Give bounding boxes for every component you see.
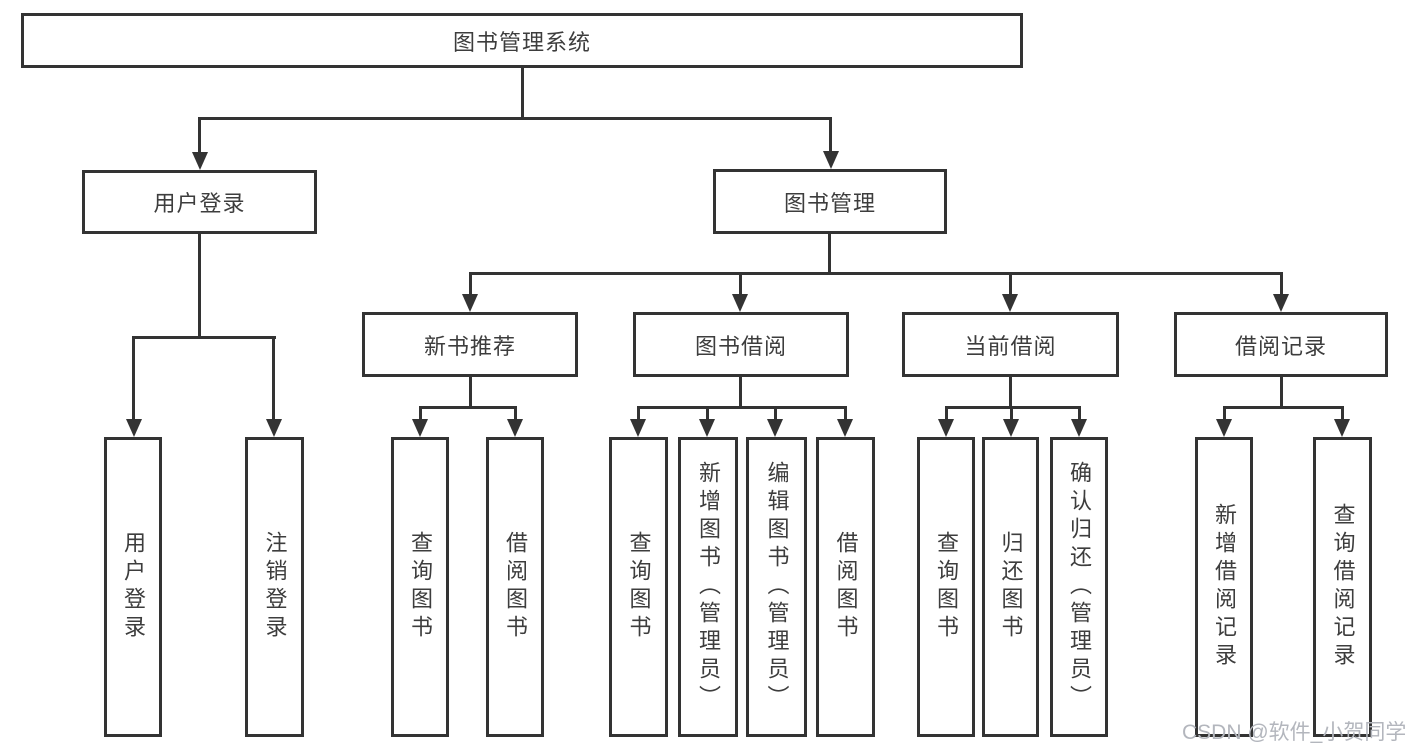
arrow-down-icon [767, 419, 783, 437]
arrow-down-icon [266, 419, 282, 437]
connector-line [637, 406, 640, 422]
connector-line [272, 336, 275, 421]
leaf-query-borrow-record: 查询借阅记录 [1313, 437, 1372, 737]
node-label: 图书借阅 [694, 333, 787, 359]
connector-line [1009, 377, 1012, 409]
node-label: 新增图书（管理员） [696, 461, 721, 713]
connector-line [828, 234, 831, 275]
connector-line [198, 117, 201, 157]
connector-line [132, 336, 276, 339]
arrow-down-icon [938, 419, 954, 437]
connector-line [1223, 406, 1344, 409]
node-label: 新增借阅记录 [1212, 503, 1237, 671]
connector-line [198, 234, 201, 339]
node-label: 用户登录 [121, 531, 146, 643]
connector-line [521, 68, 524, 119]
connector-line [1341, 406, 1344, 422]
node-label: 查询图书 [408, 531, 433, 643]
leaf-edit-book-admin: 编辑图书（管理员） [746, 437, 807, 737]
leaf-add-book-admin: 新增图书（管理员） [678, 437, 738, 737]
leaf-borrow-books-recommend: 借阅图书 [486, 437, 544, 737]
node-label: 新书推荐 [423, 333, 516, 359]
connector-line [1280, 377, 1283, 409]
arrow-down-icon [126, 419, 142, 437]
node-borrowing-records: 借阅记录 [1174, 312, 1388, 377]
arrow-down-icon [462, 294, 478, 312]
connector-line [706, 406, 709, 422]
leaf-confirm-return-admin: 确认归还（管理员） [1050, 437, 1108, 737]
node-book-management: 图书管理 [713, 169, 947, 234]
connector-line [1078, 406, 1081, 422]
leaf-logout: 注销登录 [245, 437, 304, 737]
node-label: 注销登录 [262, 531, 288, 643]
arrow-down-icon [412, 419, 428, 437]
node-label: 查询图书 [934, 531, 959, 643]
arrow-down-icon [1334, 419, 1350, 437]
arrow-down-icon [699, 419, 715, 437]
connector-line [945, 406, 948, 422]
node-label: 查询借阅记录 [1330, 503, 1356, 671]
connector-line [637, 406, 846, 409]
arrow-down-icon [1273, 294, 1289, 312]
node-label: 编辑图书（管理员） [764, 461, 790, 713]
connector-line [1010, 406, 1013, 422]
connector-line [419, 406, 422, 422]
node-user-login: 用户登录 [82, 170, 317, 234]
leaf-return-book: 归还图书 [982, 437, 1039, 737]
connector-line [198, 117, 831, 120]
node-current-borrowing: 当前借阅 [902, 312, 1119, 377]
node-label: 用户登录 [153, 191, 246, 216]
connector-line [829, 117, 832, 157]
arrow-down-icon [1071, 419, 1087, 437]
node-label: 借阅图书 [833, 531, 859, 643]
connector-line [469, 272, 472, 298]
connector-line [844, 406, 847, 422]
connector-line [1009, 272, 1012, 298]
leaf-query-books-current: 查询图书 [917, 437, 975, 737]
arrow-down-icon [732, 294, 748, 312]
connector-line [132, 336, 135, 421]
arrow-down-icon [1216, 419, 1232, 437]
node-root-library-system: 图书管理系统 [21, 13, 1023, 68]
leaf-query-books-recommend: 查询图书 [391, 437, 449, 737]
connector-line [739, 377, 742, 409]
node-label: 当前借阅 [964, 333, 1057, 359]
connector-line [1280, 272, 1283, 298]
leaf-add-borrow-record: 新增借阅记录 [1195, 437, 1253, 737]
connector-line [419, 406, 517, 409]
arrow-down-icon [630, 419, 646, 437]
connector-line [774, 406, 777, 422]
arrow-down-icon [823, 151, 839, 169]
arrow-down-icon [1003, 419, 1019, 437]
node-label: 图书管理系统 [452, 29, 591, 55]
arrow-down-icon [192, 152, 208, 170]
connector-line [1223, 406, 1226, 422]
connector-line [514, 406, 517, 422]
watermark: CSDN @软件_小贺同学 [1182, 721, 1405, 744]
node-label: 确认归还（管理员） [1067, 461, 1092, 713]
node-label: 图书管理 [783, 190, 876, 216]
node-book-borrowing: 图书借阅 [633, 312, 849, 377]
leaf-user-login: 用户登录 [104, 437, 162, 737]
node-label: 借阅记录 [1234, 333, 1327, 359]
connector-line [739, 272, 742, 298]
node-label: 归还图书 [998, 531, 1024, 643]
leaf-borrow-books-borrowing: 借阅图书 [816, 437, 875, 737]
arrow-down-icon [507, 419, 523, 437]
connector-line [469, 272, 1283, 275]
node-label: 借阅图书 [503, 531, 528, 643]
arrow-down-icon [1002, 294, 1018, 312]
node-label: 查询图书 [626, 531, 652, 643]
node-new-book-recommendation: 新书推荐 [362, 312, 578, 377]
connector-line [469, 377, 472, 409]
arrow-down-icon [837, 419, 853, 437]
leaf-query-books-borrowing: 查询图书 [609, 437, 668, 737]
